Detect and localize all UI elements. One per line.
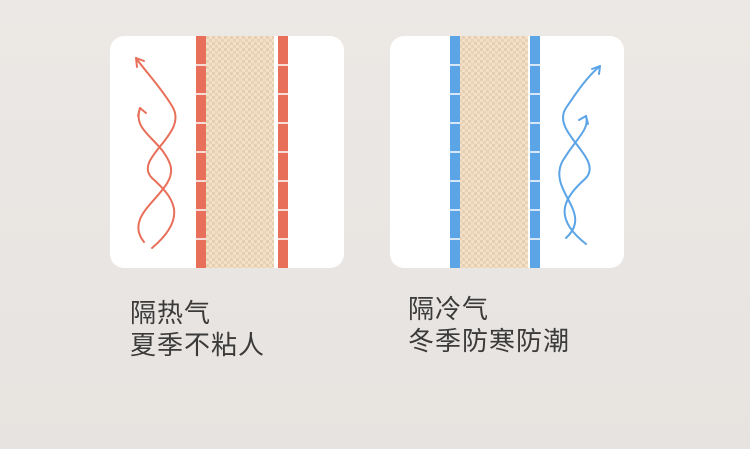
heat-wave-arrows-icon xyxy=(135,57,177,249)
cold-insulation-caption: 隔冷气 冬季防寒防潮 xyxy=(408,294,570,358)
edge-segment-lines xyxy=(450,64,540,240)
heat-insulation-caption: 隔热气 夏季不粘人 xyxy=(130,298,265,362)
heat-insulation-illustration xyxy=(135,36,288,268)
caption-subtitle: 夏季不粘人 xyxy=(130,331,266,361)
fabric-layer xyxy=(206,36,274,268)
cold-wave-arrows-icon xyxy=(558,65,601,245)
caption-title: 隔热气 xyxy=(130,299,212,329)
fabric-layer xyxy=(460,36,528,268)
caption-subtitle: 冬季防寒防潮 xyxy=(408,327,571,357)
edge-segment-lines xyxy=(196,64,288,240)
insulation-panel-cold xyxy=(390,36,624,268)
cold-insulation-illustration xyxy=(450,36,601,268)
caption-title: 隔冷气 xyxy=(408,295,490,325)
insulation-panel-heat xyxy=(110,36,344,268)
